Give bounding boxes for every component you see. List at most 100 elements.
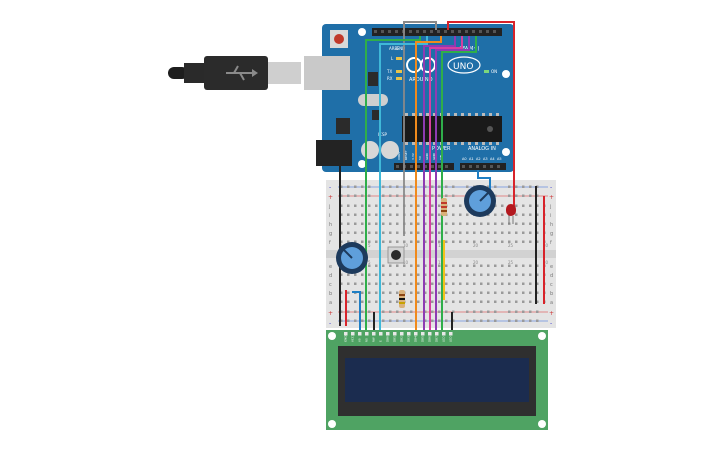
analog-pin-label: A4 <box>490 157 495 161</box>
column-number: 15 <box>438 260 444 265</box>
row-letter: b <box>329 291 332 297</box>
pushbutton[interactable] <box>387 246 405 264</box>
lcd-pin[interactable] <box>414 332 418 336</box>
crystal <box>358 94 388 106</box>
potentiometer-left[interactable] <box>336 242 368 274</box>
analog-pin-label: A5 <box>497 157 502 161</box>
lcd-pin[interactable] <box>442 332 446 336</box>
led-red[interactable] <box>506 204 516 224</box>
wire-green[interactable] <box>365 36 421 330</box>
lcd-pin-label: LED <box>449 337 453 342</box>
column-number: 5 <box>368 260 371 265</box>
wire-red-5v[interactable] <box>447 21 515 206</box>
lcd-pin[interactable] <box>372 332 376 336</box>
lcd-pin[interactable] <box>386 332 390 336</box>
lcd-pin-label: DB5 <box>421 336 425 342</box>
on-label: ON <box>491 69 497 74</box>
lcd-pin[interactable] <box>400 332 404 336</box>
lcd-pin-label: LED <box>442 337 446 342</box>
plus-label-left-bottom: + <box>328 310 333 317</box>
row-letter: c <box>329 282 332 288</box>
lcd-pin-label: DB0 <box>386 336 390 342</box>
analog-label: ANALOG IN <box>468 146 496 152</box>
usb-symbol-icon <box>226 65 258 81</box>
lcd-pin-label: RS <box>365 338 369 342</box>
lcd-pin[interactable] <box>407 332 411 336</box>
minus-label-left-bottom: - <box>329 320 331 327</box>
wire-purple-2[interactable] <box>435 36 470 330</box>
analog-pin-label: A0 <box>462 157 467 161</box>
resistor-1[interactable] <box>399 290 405 308</box>
lcd-pin-label: DB1 <box>393 336 397 342</box>
analog-pin-label: A3 <box>483 157 488 161</box>
resistor-2[interactable] <box>441 198 447 216</box>
plus-label-left-top: + <box>328 194 333 201</box>
lcd-pin-label: DB6 <box>428 336 432 342</box>
lcd-pin[interactable] <box>351 332 355 336</box>
lcd-pin-label: DB3 <box>407 336 411 342</box>
lcd-pin[interactable] <box>428 332 432 336</box>
minus-label-left-top: - <box>329 184 331 191</box>
row-letter: e <box>550 264 553 270</box>
lcd-pin[interactable] <box>358 332 362 336</box>
column-number: 5 <box>368 243 371 248</box>
arduino-uno-board[interactable]: DIGITAL (PWM~) AREF GND ARDUINO UNO ON L… <box>304 24 514 172</box>
minus-label-right-top: - <box>550 184 552 191</box>
knob-indicator-icon <box>479 192 489 202</box>
power-pin-label: RESET <box>404 150 408 160</box>
lcd-pin[interactable] <box>344 332 348 336</box>
usb-cable[interactable] <box>168 56 301 90</box>
lcd-pin[interactable] <box>435 332 439 336</box>
row-letter: d <box>550 273 553 279</box>
potentiometer-right[interactable] <box>464 185 496 217</box>
wire-magenta[interactable] <box>429 36 463 330</box>
row-letter: e <box>329 264 332 270</box>
power-jack <box>316 140 352 166</box>
lcd-pin[interactable] <box>449 332 453 336</box>
row-letter: i <box>329 213 330 219</box>
wire-green-2[interactable] <box>441 36 477 330</box>
lcd-pin[interactable] <box>365 332 369 336</box>
wires <box>339 21 545 330</box>
row-letter: f <box>550 240 552 246</box>
power-pin-label: 3.3V <box>411 152 415 160</box>
column-number: 1 <box>340 243 343 248</box>
wire-purple-1[interactable] <box>423 36 456 330</box>
lcd-pin-label: DB2 <box>400 336 404 342</box>
wire-cyan[interactable] <box>379 36 428 330</box>
minus-label-right-bottom: - <box>550 320 552 327</box>
gnd-label: GND <box>396 46 405 51</box>
column-number: 25 <box>508 243 514 248</box>
wire-blue-a0[interactable] <box>477 170 491 190</box>
rx-label: RX <box>387 76 393 81</box>
capacitor <box>361 141 379 159</box>
row-letter: j <box>549 204 551 210</box>
column-number: 30 <box>543 243 549 248</box>
lcd-pin[interactable] <box>379 332 383 336</box>
row-letter: g <box>329 231 332 237</box>
row-letter: h <box>329 222 332 228</box>
plus-label-right-top: + <box>549 194 554 201</box>
row-letter: b <box>550 291 553 297</box>
row-letter: j <box>328 204 330 210</box>
row-letter: d <box>329 273 332 279</box>
uno-label: UNO <box>453 62 473 72</box>
power-pin-label: 5V <box>418 155 422 160</box>
wire-orange[interactable] <box>415 36 442 330</box>
lcd-screen <box>345 358 529 402</box>
lcd-pin[interactable] <box>421 332 425 336</box>
lcd-pin[interactable] <box>393 332 397 336</box>
plus-label-right-bottom: + <box>549 310 554 317</box>
usb-b-port <box>304 56 350 90</box>
lcd-pin-label: RW <box>372 337 376 342</box>
wire-blue-pot[interactable] <box>352 291 361 330</box>
analog-pin-label: A1 <box>469 157 474 161</box>
power-pin-label: IOREF <box>397 151 401 160</box>
lcd-pin-label: E <box>379 340 383 342</box>
wire-gray-gnd[interactable] <box>403 21 437 30</box>
lcd-pin-label: GND <box>344 336 348 342</box>
column-number: 20 <box>473 260 479 265</box>
